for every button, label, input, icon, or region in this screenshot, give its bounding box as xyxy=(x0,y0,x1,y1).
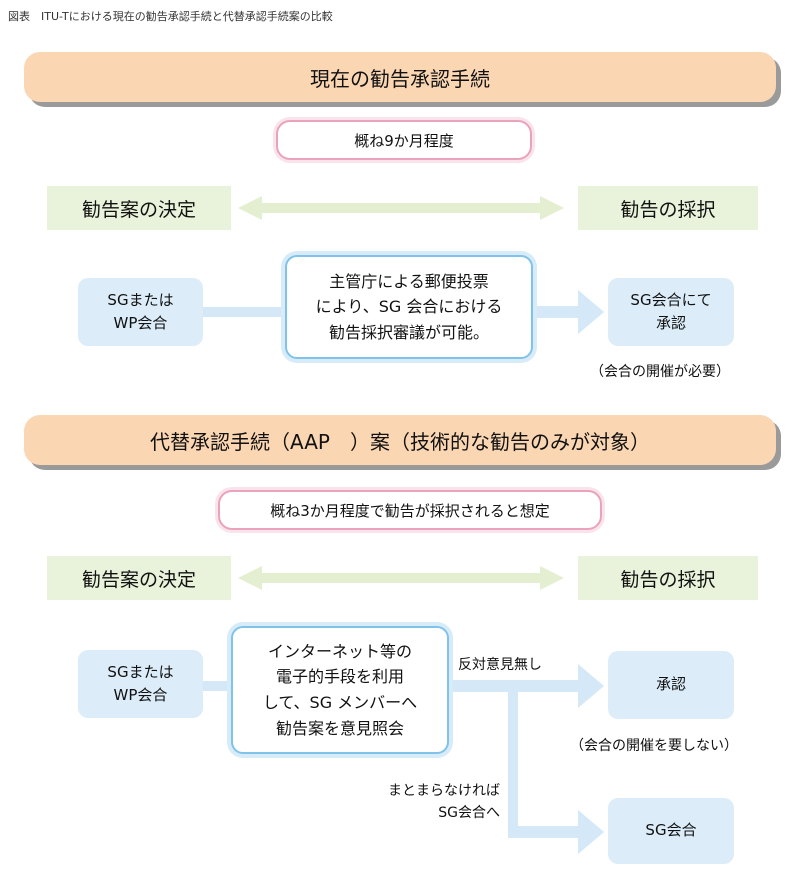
current-stage-left: 勧告案の決定 xyxy=(47,186,231,230)
approval-box: 承認 xyxy=(608,651,734,719)
alternative-stage-left-label: 勧告案の決定 xyxy=(81,568,196,591)
alternative-period-text: 概ね3か月程度で勧告が採択されると想定 xyxy=(270,501,550,520)
current-stage-left-label: 勧告案の決定 xyxy=(81,198,196,221)
current-procedure-banner: 現在の勧告承認手続 xyxy=(24,52,776,102)
current-stage-right: 勧告の採択 xyxy=(578,186,758,230)
alternative-period-pill: 概ね3か月程度で勧告が採択されると想定 xyxy=(218,490,602,530)
sg-meeting-box: SG会合 xyxy=(608,798,734,864)
double-arrow-bottom xyxy=(238,566,564,590)
alternative-stage-right-label: 勧告の採択 xyxy=(620,568,716,591)
branch-label-unresolved: まとまらなければ SG会合へ xyxy=(388,783,500,822)
double-arrow-top xyxy=(238,196,564,220)
current-result-note: （会合の開催が必要） xyxy=(590,364,730,380)
alternative-center-box: インターネット等の 電子的手段を利用 して、SG メンバーへ 勧告案を意見照会 xyxy=(231,626,449,754)
arrow-source-to-center-bottom xyxy=(203,681,233,691)
alternative-source-box: SGまたは WP会合 xyxy=(78,650,203,718)
arrow-source-to-center-top xyxy=(203,307,287,317)
current-period-text: 概ね9か月程度 xyxy=(354,131,454,150)
current-stage-right-label: 勧告の採択 xyxy=(620,198,716,221)
current-period-pill: 概ね9か月程度 xyxy=(276,120,532,160)
alternative-procedure-banner: 代替承認手続（AAP ）案（技術的な勧告のみが対象） xyxy=(24,415,776,465)
alternative-procedure-title: 代替承認手続（AAP ）案（技術的な勧告のみが対象） xyxy=(150,429,650,454)
current-procedure-title: 現在の勧告承認手続 xyxy=(310,66,490,91)
alternative-stage-right: 勧告の採択 xyxy=(578,556,758,600)
current-center-box: 主管庁による郵便投票 により、SG 会合における 勧告採択審議が可能。 xyxy=(285,255,533,359)
arrow-branch-to-sg-meeting xyxy=(508,692,604,854)
alternative-stage-left: 勧告案の決定 xyxy=(47,556,231,600)
branch-label-no-objection: 反対意見無し xyxy=(458,657,542,673)
approval-note: （会合の開催を要しない） xyxy=(570,738,738,754)
arrow-center-to-approval xyxy=(447,664,604,708)
current-result-box: SG会合にて 承認 xyxy=(608,278,734,346)
figure-caption: 図表 ITU-Tにおける現在の勧告承認手続と代替承認手続案の比較 xyxy=(8,10,333,23)
arrow-center-to-result-top xyxy=(532,290,604,334)
current-source-box: SGまたは WP会合 xyxy=(78,278,203,346)
